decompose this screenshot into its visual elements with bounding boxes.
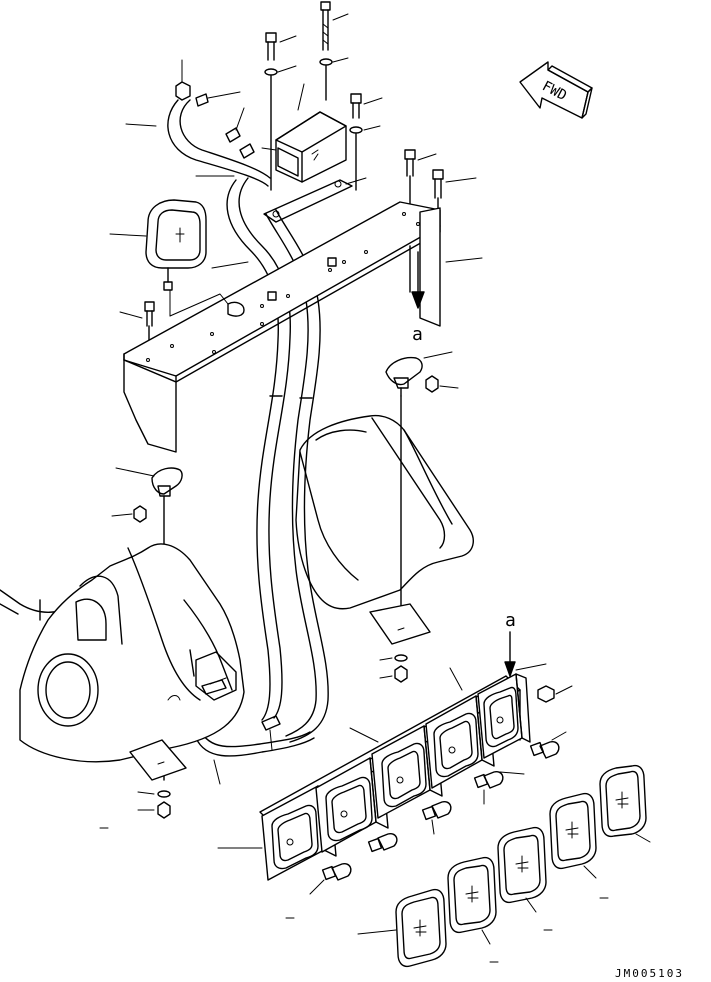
upper-work-lamp [261,83,347,183]
lens-cover-5 [599,764,651,843]
left-work-lamp [109,199,207,291]
lens-cover-3 [497,826,547,913]
lens-cover-1 [357,888,447,968]
bulb-2 [367,832,398,853]
machine-body [0,414,474,781]
lens-cover-4 [549,792,597,879]
bulb-5 [529,731,567,759]
lens-covers [285,764,651,968]
section-marker-a-bottom: a [505,610,516,631]
fwd-label: FWD [539,78,569,104]
bulb-4 [473,770,525,805]
right-side-light-upper: a [385,245,459,641]
section-marker-a-top: a [412,324,423,345]
bulb-3 [421,800,452,835]
wire-harness [125,91,329,785]
bulbs [309,731,567,895]
lens-cover-2 [447,856,497,945]
top-hardware [119,1,477,361]
fwd-direction-arrow: FWD [519,61,593,119]
main-frame-bracket [123,201,483,453]
drawing-code: JM005103 [615,967,684,980]
light-bar-assembly: a [217,610,573,881]
lower-hardware [99,654,408,829]
bulb-1 [321,862,352,881]
